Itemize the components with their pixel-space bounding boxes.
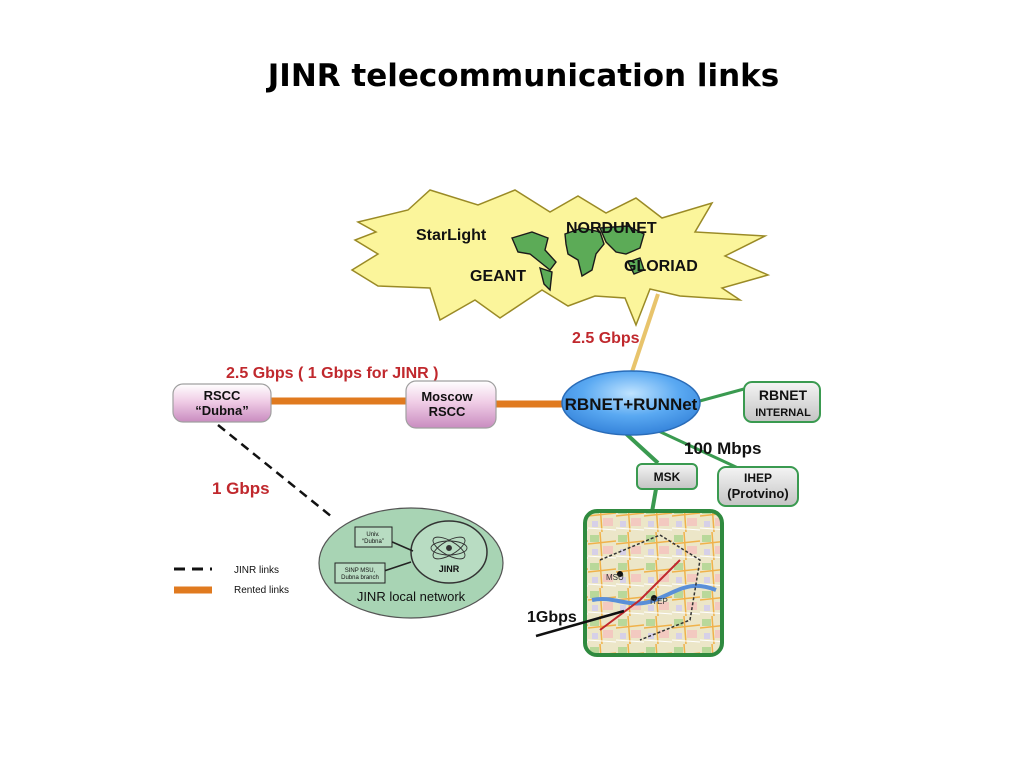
jinr-logo-icon [430, 536, 468, 560]
moscow-rscc-line2: RSCC [429, 404, 466, 419]
cloud-starburst [350, 189, 771, 328]
nordunet-label: NORDUNET [566, 220, 657, 237]
geant-label: GEANT [470, 268, 526, 285]
node-moscow-rscc[interactable]: Moscow RSCC [405, 380, 497, 429]
legend-jinr-links-label: JINR links [234, 565, 279, 576]
jinr-local-network-label: JINR local network [357, 589, 466, 604]
world-map-icon [511, 225, 645, 292]
link-rbnet-ihep [651, 426, 739, 470]
internet-cloud: StarLight NORDUNET GEANT GLORIAD [350, 189, 771, 328]
msk-label: MSK [654, 470, 681, 484]
node-msk[interactable]: MSK [636, 463, 698, 490]
link-rbnet-cloud [630, 293, 660, 373]
node-ihep[interactable]: IHEP (Protvino) [717, 466, 799, 507]
map-label-itep: ITEP [650, 597, 668, 606]
legend: JINR links Rented links [174, 565, 289, 596]
speed-label-map: 1Gbps [527, 609, 577, 626]
link-msk-map [650, 488, 658, 513]
node-rscc-dubna[interactable]: RSCC “Dubna” [172, 383, 272, 423]
speed-label-cloud: 2.5 Gbps [572, 330, 640, 347]
link-dubna-jinr [217, 424, 333, 518]
ihep-line1: IHEP [744, 471, 772, 485]
rbnet-runnet-label: RBNET+RUNNet [565, 395, 698, 414]
speed-label-msk-ihep: 100 Mbps [684, 439, 761, 458]
speed-label-dubna-moscow: 2.5 Gbps ( 1 Gbps for JINR ) [226, 365, 438, 382]
link-rbnet-internal [695, 387, 745, 404]
rscc-dubna-line2: “Dubna” [195, 403, 248, 418]
rscc-dubna-line1: RSCC [204, 388, 241, 403]
gloriad-label: GLORIAD [624, 258, 698, 275]
moscow-map[interactable]: MSU ITEP [583, 509, 724, 657]
arrow-1gbps [535, 609, 625, 638]
starlight-label: StarLight [416, 227, 487, 244]
univ-dubna-line1: Univ. [366, 532, 380, 538]
ihep-line2: (Protvino) [727, 486, 788, 501]
legend-rented-links-label: Rented links [234, 585, 289, 596]
slide-title: JINR telecommunication links [267, 58, 780, 94]
node-rbnet-runnet[interactable]: RBNET+RUNNet [561, 370, 701, 436]
sinp-line1: SINP MSU, [345, 568, 376, 574]
node-rbnet-internal[interactable]: RBNET INTERNAL [743, 381, 821, 423]
jinr-local-network[interactable]: Univ. “Dubna” SINP MSU, Dubna branch JIN… [318, 507, 504, 619]
rbnet-internal-line1: RBNET [759, 387, 808, 403]
univ-dubna-line2: “Dubna” [362, 539, 384, 545]
moscow-rscc-line1: Moscow [421, 389, 473, 404]
rbnet-internal-line2: INTERNAL [755, 407, 811, 419]
connections [217, 293, 745, 518]
jinr-node-label: JINR [439, 564, 460, 574]
speed-label-jinr-local: 1 Gbps [212, 479, 270, 498]
map-label-msu: MSU [606, 573, 624, 582]
sinp-line2: Dubna branch [341, 575, 379, 581]
